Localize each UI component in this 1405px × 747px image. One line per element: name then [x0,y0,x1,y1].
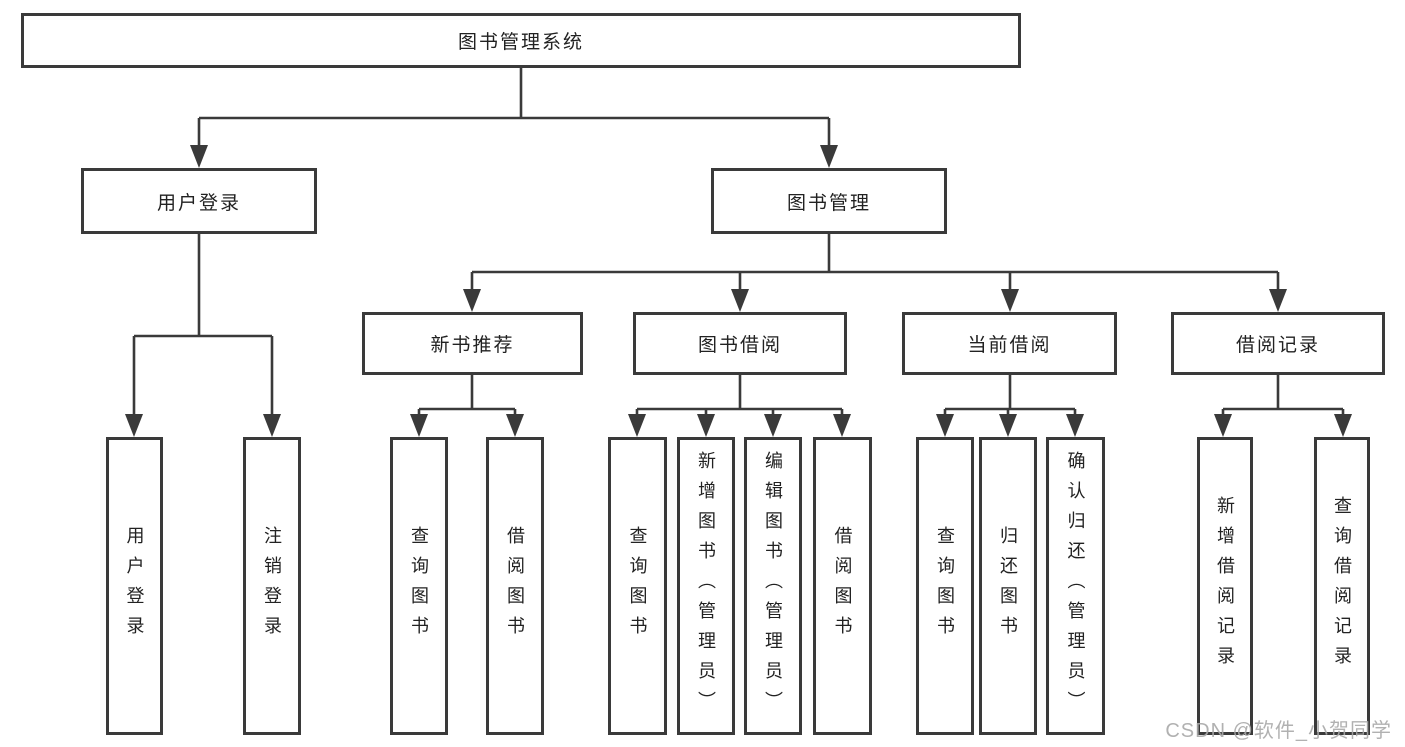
leaf-user-login-label: 用户登录 [124,526,145,646]
node-user-login: 用户登录 [81,168,317,234]
leaf-return-book-label: 归还图书 [998,526,1018,646]
node-new-book-recommend: 新书推荐 [362,312,583,375]
leaf-borrow-books: 借阅图书 [813,437,872,735]
leaf-add-book-admin: 新增图书（管理员） [677,437,735,735]
node-root: 图书管理系统 [21,13,1021,68]
leaf-edit-book-admin-label: 编辑图书（管理员） [763,451,783,721]
leaf-logout: 注销登录 [243,437,301,735]
leaf-borrow-books-recommend-label: 借阅图书 [505,526,525,646]
leaf-return-book: 归还图书 [979,437,1037,735]
leaf-logout-label: 注销登录 [262,526,282,646]
leaf-query-books-current: 查询图书 [916,437,974,735]
leaf-confirm-return-admin-label: 确认归还（管理员） [1065,451,1086,721]
leaf-query-borrow-record-label: 查询借阅记录 [1332,496,1352,676]
leaf-add-borrow-record-label: 新增借阅记录 [1215,496,1235,676]
leaf-user-login: 用户登录 [106,437,163,735]
leaf-add-book-admin-label: 新增图书（管理员） [696,451,716,721]
leaf-confirm-return-admin: 确认归还（管理员） [1046,437,1105,735]
node-book-management: 图书管理 [711,168,947,234]
leaf-query-books-recommend: 查询图书 [390,437,448,735]
leaf-query-books-borrow: 查询图书 [608,437,667,735]
leaf-borrow-books-recommend: 借阅图书 [486,437,544,735]
leaf-query-books-recommend-label: 查询图书 [409,526,429,646]
leaf-borrow-books-label: 借阅图书 [832,526,853,646]
node-book-borrow: 图书借阅 [633,312,847,375]
leaf-query-borrow-record: 查询借阅记录 [1314,437,1370,735]
leaf-query-books-borrow-label: 查询图书 [627,526,648,646]
leaf-add-borrow-record: 新增借阅记录 [1197,437,1253,735]
watermark: CSDN @软件_小贺同学 [1165,720,1392,742]
leaf-query-books-current-label: 查询图书 [935,526,955,646]
node-borrow-records: 借阅记录 [1171,312,1385,375]
node-current-borrow: 当前借阅 [902,312,1117,375]
leaf-edit-book-admin: 编辑图书（管理员） [744,437,802,735]
